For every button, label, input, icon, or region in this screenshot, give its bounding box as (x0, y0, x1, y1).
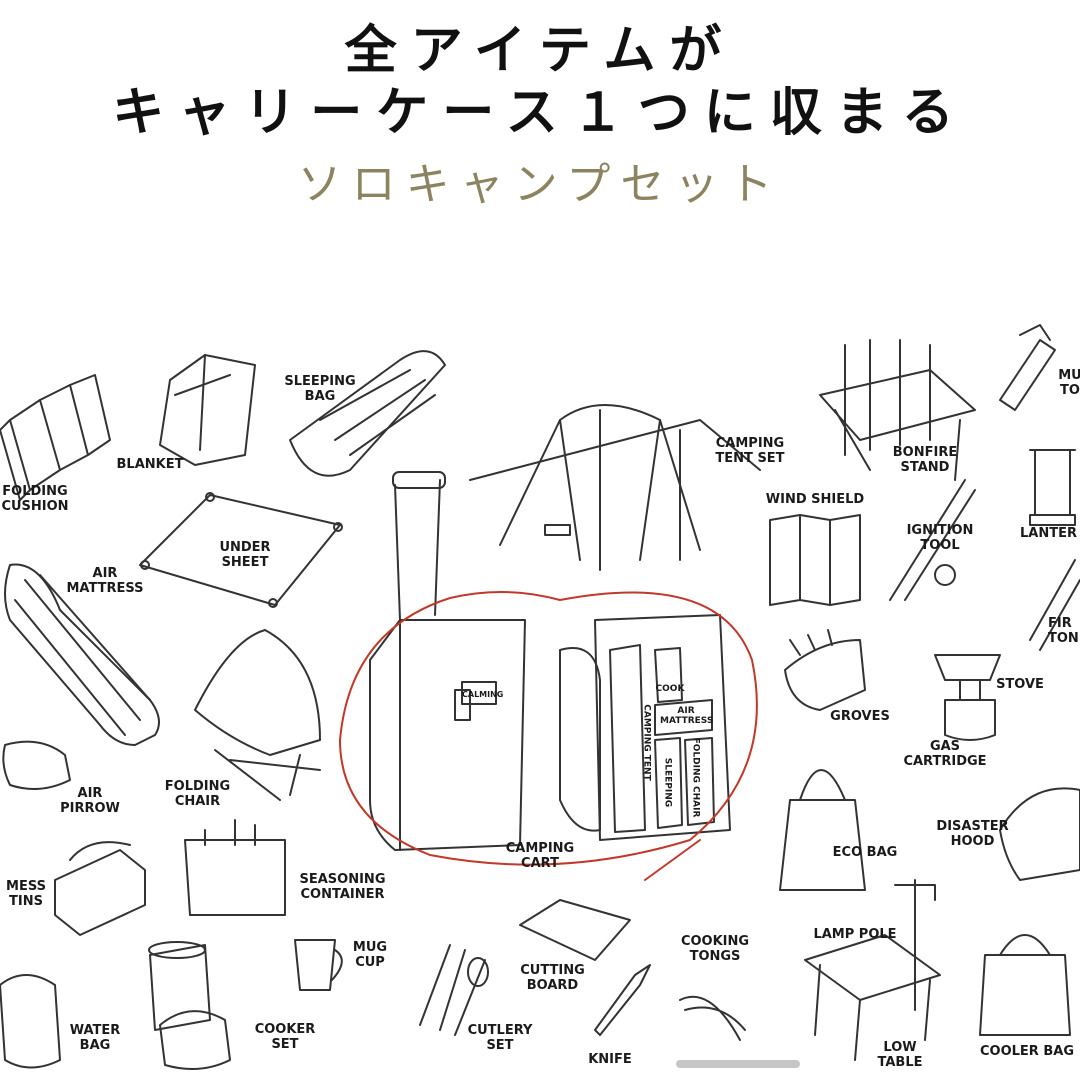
seasoning-container-drawing (184, 819, 286, 916)
label-mug-cup: MUG CUP (352, 940, 388, 970)
label-bonfire-stand: BONFIRE STAND (892, 445, 958, 475)
label-mess-tins: MESS TINS (6, 879, 46, 909)
cart-label-mattress: AIR MATTRESS (660, 706, 714, 726)
label-cooler-bag: COOLER BAG (980, 1044, 1074, 1059)
lantern-drawing (1029, 449, 1076, 526)
label-camping-cart: CAMPING CART (505, 841, 575, 871)
cooler-bag-drawing (979, 934, 1071, 1036)
subtitle: ソロキャンプセット (297, 159, 783, 210)
headline-line-1: 全アイテムが (344, 21, 736, 81)
label-blanket: BLANKET (116, 457, 184, 472)
cart-label-cooker: COOK (655, 684, 685, 694)
cart-label-sleeping: SLEEPING (662, 757, 673, 808)
label-knife: KNIFE (588, 1052, 632, 1067)
label-water-bag: WATER BAG (69, 1023, 121, 1053)
bonfire-stand-drawing (819, 339, 976, 481)
low-table-drawing (804, 934, 941, 1061)
label-cooking-tongs: COOKING TONGS (680, 934, 750, 964)
mess-tins-drawing (54, 841, 146, 936)
blanket-drawing (159, 354, 256, 466)
stove-drawing (934, 654, 1001, 741)
cooker-set-drawing (148, 941, 231, 1070)
label-ignition-tool: IGNITION TOOL (906, 523, 974, 553)
eco-bag-drawing (779, 769, 866, 891)
label-stove: STOVE (996, 677, 1044, 692)
label-low-table: LOW TABLE (877, 1040, 923, 1070)
label-eco-bag: ECO BAG (832, 845, 898, 860)
camping-cart-open-drawing (559, 614, 731, 841)
label-wind-shield: WIND SHIELD (765, 492, 865, 507)
fire-tongs-drawing (1029, 559, 1080, 651)
label-under-sheet: UNDER SHEET (219, 540, 271, 570)
under-sheet-drawing (139, 492, 343, 608)
air-pirrow-drawing (2, 740, 71, 790)
ignition-tool-drawing (889, 479, 976, 601)
label-disaster-hood: DISASTER HOOD (936, 819, 1009, 849)
multi-tool-drawing (999, 324, 1056, 411)
label-fire-tongs: FIR TON (1048, 616, 1079, 646)
label-folding-cushion: FOLDING CUSHION (1, 484, 69, 514)
label-air-pirrow: AIR PIRROW (60, 786, 120, 816)
tent-drawing (469, 404, 761, 571)
home-indicator-bar[interactable] (676, 1060, 800, 1068)
folding-chair-drawing (194, 629, 321, 801)
lamp-pole-drawing (894, 879, 936, 1011)
camping-cart-closed-drawing (369, 471, 526, 851)
label-cooker-set: COOKER SET (254, 1022, 316, 1052)
label-camping-tent-set: CAMPING TENT SET (715, 436, 785, 466)
label-seasoning-container: SEASONING CONTAINER (299, 872, 386, 902)
label-multi-tool: MU TO (1058, 368, 1080, 398)
cart-label-tent: CAMPING TENT (641, 704, 652, 781)
label-lantern: LANTER (1020, 526, 1077, 541)
air-mattress-drawing (4, 563, 160, 746)
wind-shield-drawing (769, 514, 861, 606)
cart-label-chair: FOLDING CHAIR (690, 737, 701, 818)
cutlery-set-drawing (419, 944, 489, 1036)
sleeping-bag-drawing (289, 350, 446, 477)
highlight-circle (339, 590, 758, 881)
label-gas-cartridge: GAS CARTRIDGE (903, 739, 987, 769)
label-sleeping-bag: SLEEPING BAG (284, 374, 356, 404)
label-groves: GROVES (830, 709, 890, 724)
water-bag-drawing (0, 974, 61, 1069)
cutting-board-drawing (519, 899, 631, 961)
knife-drawing (594, 964, 651, 1036)
label-cutlery-set: CUTLERY SET (467, 1023, 533, 1053)
label-cutting-board: CUTTING BOARD (520, 963, 585, 993)
folding-cushion-drawing (0, 374, 111, 501)
mug-cup-drawing (294, 939, 343, 991)
label-lamp-pole: LAMP POLE (813, 927, 897, 942)
label-folding-chair: FOLDING CHAIR (164, 779, 231, 809)
headline-line-2: キャリーケース１つに収まる (112, 83, 968, 143)
cart-brand-label: CALMING (462, 690, 504, 699)
groves-drawing (784, 629, 866, 711)
label-air-mattress: AIR MATTRESS (66, 566, 144, 596)
cooking-tongs-drawing (679, 995, 746, 1041)
